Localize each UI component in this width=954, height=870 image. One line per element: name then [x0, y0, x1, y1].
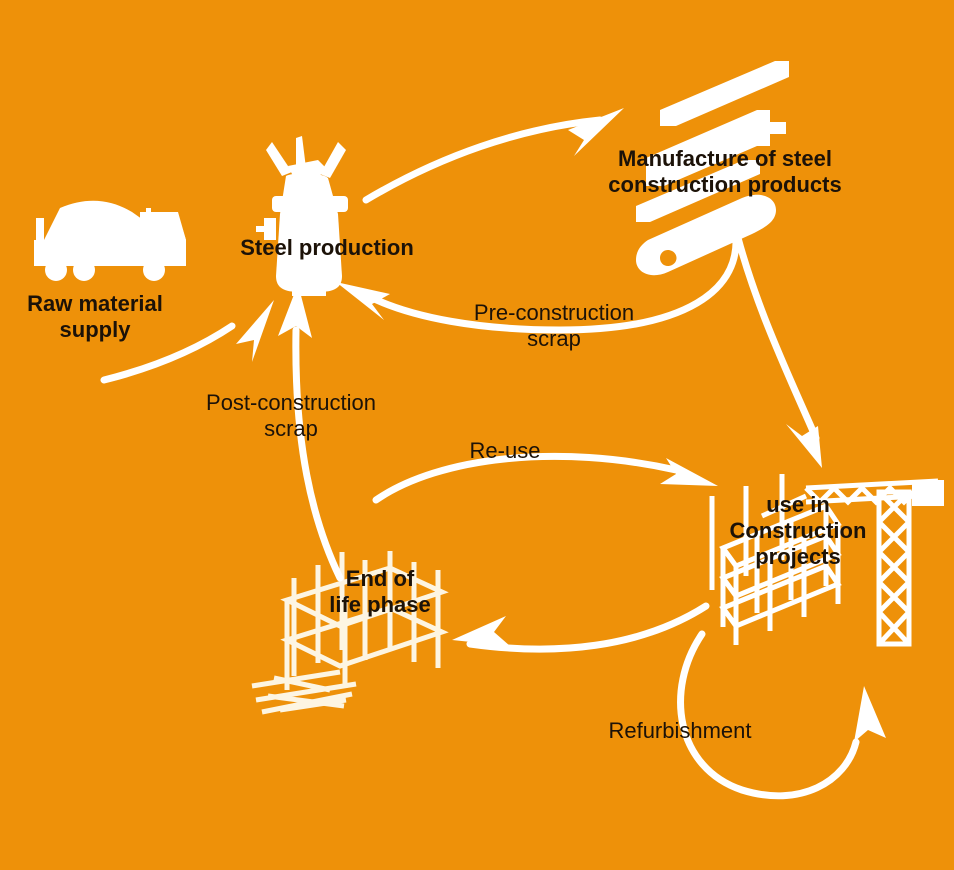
flow-label-refurbishment: Refurbishment	[608, 718, 752, 743]
node-label-steel-production: Steel production	[240, 235, 414, 260]
arrow-manufacture-to-construction	[729, 214, 820, 442]
node-label-manufacture-of-steel-construction-products: Manufacture of steel construction produc…	[608, 146, 842, 197]
node-label-raw-material-supply: Raw material supply	[27, 291, 163, 342]
arrow-raw-to-production	[100, 322, 236, 384]
arrowhead-construction-to-end-of-life	[452, 616, 510, 646]
arrow-construction-to-end-of-life	[466, 602, 710, 653]
arrow-production-to-manufacture	[362, 116, 604, 204]
arrow-refurbishment	[677, 630, 860, 800]
arrowhead-manufacture-to-construction	[786, 424, 822, 468]
arrowhead-production-to-manufacture	[568, 108, 624, 156]
arrowhead-re-use	[660, 458, 718, 486]
furnace-ladle-icon	[256, 136, 348, 296]
dump-truck-icon	[34, 200, 186, 281]
arrowhead-refurbishment	[854, 686, 886, 742]
steel-profiles-icon	[636, 61, 789, 276]
flow-label-re-use: Re-use	[469, 438, 541, 463]
arrow-pre-construction-scrap	[364, 224, 740, 334]
flow-label-post-construction-scrap: Post-construction scrap	[206, 390, 376, 441]
arrowhead-post-construction-scrap	[278, 284, 312, 338]
arrow-re-use	[372, 452, 680, 504]
demolished-frame-icon	[251, 551, 449, 715]
node-label-end-of-life-phase: End of life phase	[329, 566, 431, 617]
flow-label-pre-construction-scrap: Pre-construction scrap	[473, 300, 635, 351]
arrowhead-pre-construction-scrap	[336, 282, 390, 320]
crane-scaffold-icon	[709, 474, 944, 647]
node-label-use-in-construction-projects: use in Construction projects	[729, 492, 867, 569]
arrowhead-raw-to-production	[236, 300, 274, 362]
arrow-post-construction-scrap	[292, 326, 344, 582]
